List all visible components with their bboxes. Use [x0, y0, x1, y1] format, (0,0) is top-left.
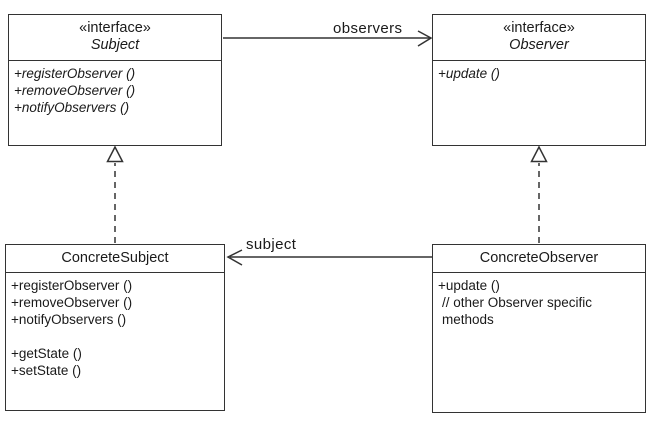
method-remove-observer: +removeObserver () — [14, 83, 136, 98]
observer-realization-triangle — [530, 145, 548, 163]
method-get-state: +getState () — [11, 346, 82, 361]
class-header-concrete-observer: ConcreteObserver — [433, 245, 645, 273]
method-notify-observers: +notifyObservers () — [14, 100, 130, 115]
observer-methods-group: +registerObserver () +removeObserver () … — [11, 277, 220, 328]
subject-realization-triangle — [106, 145, 124, 163]
class-name-concrete-observer: ConcreteObserver — [479, 250, 599, 266]
class-header-concrete-subject: ConcreteSubject — [6, 245, 224, 273]
method-register-observer: +registerObserver () — [11, 278, 133, 293]
state-methods-group: +getState () +setState () — [11, 345, 220, 379]
observers-open-arrowhead — [417, 30, 433, 47]
observers-association-label: observers — [333, 20, 403, 37]
method-set-state: +setState () — [11, 363, 82, 378]
comment-line-1: // other Observer specific — [442, 295, 593, 310]
class-body-observer: +update () — [433, 61, 645, 82]
class-box-subject: «interface» Subject +registerObserver ()… — [8, 14, 222, 146]
class-body-concrete-observer: +update () // other Observer specific me… — [433, 273, 645, 328]
class-name-observer: Observer — [509, 37, 569, 53]
subject-association-label: subject — [246, 236, 297, 253]
method-update: +update () — [438, 66, 500, 81]
class-body-concrete-subject: +registerObserver () +removeObserver () … — [6, 273, 224, 379]
class-box-observer: «interface» Observer +update () — [432, 14, 646, 146]
class-name-concrete-subject: ConcreteSubject — [61, 250, 169, 266]
stereotype-label-subject: «interface» — [79, 20, 151, 36]
subject-open-arrowhead — [226, 249, 243, 266]
class-name-subject: Subject — [90, 37, 140, 53]
class-body-subject: +registerObserver () +removeObserver () … — [9, 61, 221, 116]
method-register-observer: +registerObserver () — [14, 66, 136, 81]
method-update: +update () — [438, 278, 500, 293]
method-notify-observers: +notifyObservers () — [11, 312, 127, 327]
class-box-concrete-observer: ConcreteObserver +update () // other Obs… — [432, 244, 646, 413]
comment-line-2: methods — [442, 312, 494, 327]
method-remove-observer: +removeObserver () — [11, 295, 133, 310]
class-box-concrete-subject: ConcreteSubject +registerObserver () +re… — [5, 244, 225, 411]
class-header-observer: «interface» Observer — [433, 15, 645, 61]
class-header-subject: «interface» Subject — [9, 15, 221, 61]
stereotype-label-observer: «interface» — [503, 20, 575, 36]
